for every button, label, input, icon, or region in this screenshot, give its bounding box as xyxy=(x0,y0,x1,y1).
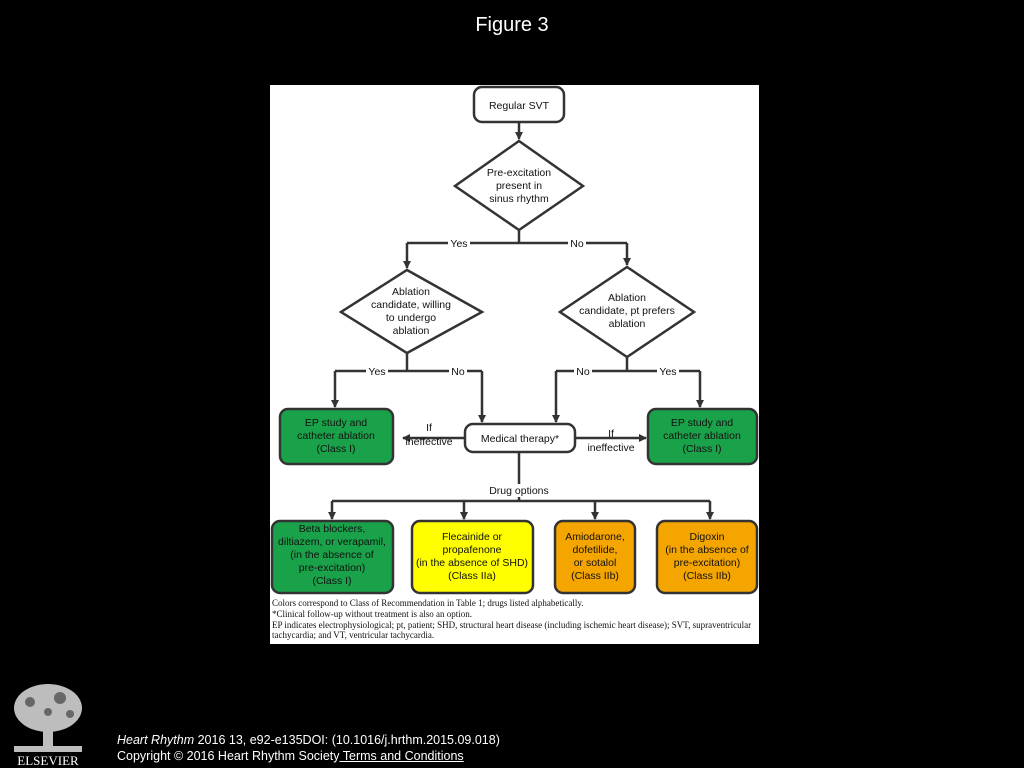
ep-right-line: EP study and xyxy=(671,417,733,429)
text-drug-amio: Amiodarone,dofetilide,or sotalol(Class I… xyxy=(565,531,625,582)
node-drug-amio xyxy=(553,519,637,595)
label-if-left: If xyxy=(426,422,432,434)
drug-beta-line: diltiazem, or verapamil, xyxy=(278,536,386,548)
copyright-line: Copyright © 2016 Heart Rhythm Society Te… xyxy=(117,748,500,764)
node-ep-left xyxy=(278,407,395,466)
label-ineffective-right: ineffective xyxy=(587,442,634,454)
node-ep-right xyxy=(646,407,759,466)
text-medical-therapy: Medical therapy* xyxy=(481,433,559,445)
label-if-right: If xyxy=(608,428,614,440)
text-regular-svt: Regular SVT xyxy=(489,100,550,112)
preexcitation-line: present in xyxy=(496,180,542,192)
drug-beta-line: (Class I) xyxy=(312,575,351,587)
node-drug-beta xyxy=(270,519,395,595)
label-no-right: No xyxy=(576,366,590,378)
drug-beta-line: Beta blockers, xyxy=(299,523,366,535)
ablation-left-line: ablation xyxy=(393,325,430,337)
ablation-left-line: candidate, willing xyxy=(371,299,451,311)
footnote-abbreviations: EP indicates electrophysiological; pt, p… xyxy=(272,620,752,640)
drug-amio-line: Amiodarone, xyxy=(565,531,625,543)
ep-left-line: (Class I) xyxy=(316,443,355,455)
journal-name: Heart Rhythm xyxy=(117,733,195,747)
label-yes-right: Yes xyxy=(659,366,676,378)
ablation-right-line: Ablation xyxy=(608,292,646,304)
citation-block: Heart Rhythm 2016 13, e92-e135DOI: (10.1… xyxy=(117,732,500,764)
drug-amio-line: or sotalol xyxy=(574,557,617,569)
drug-dig-line: Digoxin xyxy=(689,531,724,543)
drug-dig-line: (in the absence of xyxy=(665,544,749,556)
footnote-colors: Colors correspond to Class of Recommenda… xyxy=(272,598,584,608)
drug-flec-line: Flecainide or xyxy=(442,531,503,543)
label-yes-top: Yes xyxy=(450,238,467,250)
drug-beta-line: pre-excitation) xyxy=(299,562,366,574)
node-preexcitation xyxy=(452,139,586,232)
ablation-right-line: ablation xyxy=(609,318,646,330)
citation-line: Heart Rhythm 2016 13, e92-e135DOI: (10.1… xyxy=(117,732,500,748)
ablation-left-line: Ablation xyxy=(392,286,430,298)
ep-left-line: EP study and xyxy=(305,417,367,429)
drug-amio-line: (Class IIb) xyxy=(571,570,619,582)
ablation-right-line: candidate, pt prefers xyxy=(579,305,675,317)
ep-right-line: (Class I) xyxy=(682,443,721,455)
drug-flec-line: (Class IIa) xyxy=(448,570,496,582)
drug-flec-line: (in the absence of SHD) xyxy=(416,557,528,569)
node-ablation-right xyxy=(557,265,697,359)
label-no-top: No xyxy=(570,238,584,250)
ep-right-line: catheter ablation xyxy=(663,430,741,442)
label-yes-left: Yes xyxy=(368,366,385,378)
edge-labels: Yes No Yes No No Yes If ineffective If i… xyxy=(366,236,679,497)
node-medical-therapy xyxy=(463,422,577,454)
drug-amio-line: dofetilide, xyxy=(573,544,618,556)
figure-title: Figure 3 xyxy=(475,14,549,36)
node-ablation-left xyxy=(338,268,485,355)
medical-line: Medical therapy* xyxy=(481,433,559,445)
citation-details: 2016 13, e92-e135DOI: (10.1016/j.hrthm.2… xyxy=(194,733,500,747)
drug-flec-line: propafenone xyxy=(443,544,502,556)
regular-svt-line: Regular SVT xyxy=(489,100,550,112)
copyright-text: Copyright © 2016 Heart Rhythm Society xyxy=(117,749,340,763)
label-drug-options: Drug options xyxy=(489,485,549,497)
ablation-left-line: to undergo xyxy=(386,312,436,324)
preexcitation-line: sinus rhythm xyxy=(489,193,549,205)
terms-link[interactable]: Terms and Conditions xyxy=(339,749,464,763)
elsevier-logo: ELSEVIER xyxy=(14,684,82,768)
preexcitation-line: Pre-excitation xyxy=(487,167,551,179)
label-no-left: No xyxy=(451,366,465,378)
ep-left-line: catheter ablation xyxy=(297,430,375,442)
node-regular-svt xyxy=(472,85,566,124)
drug-dig-line: (Class IIb) xyxy=(683,570,731,582)
label-ineffective-left: ineffective xyxy=(405,436,452,448)
drug-dig-line: pre-excitation) xyxy=(674,557,741,569)
elsevier-wordmark: ELSEVIER xyxy=(17,753,79,768)
node-drug-flec xyxy=(410,519,535,595)
footnote-clinical: *Clinical follow-up without treatment is… xyxy=(272,609,472,619)
drug-beta-line: (in the absence of xyxy=(290,549,374,561)
node-drug-dig xyxy=(655,519,759,595)
text-drug-beta: Beta blockers,diltiazem, or verapamil,(i… xyxy=(278,523,386,587)
